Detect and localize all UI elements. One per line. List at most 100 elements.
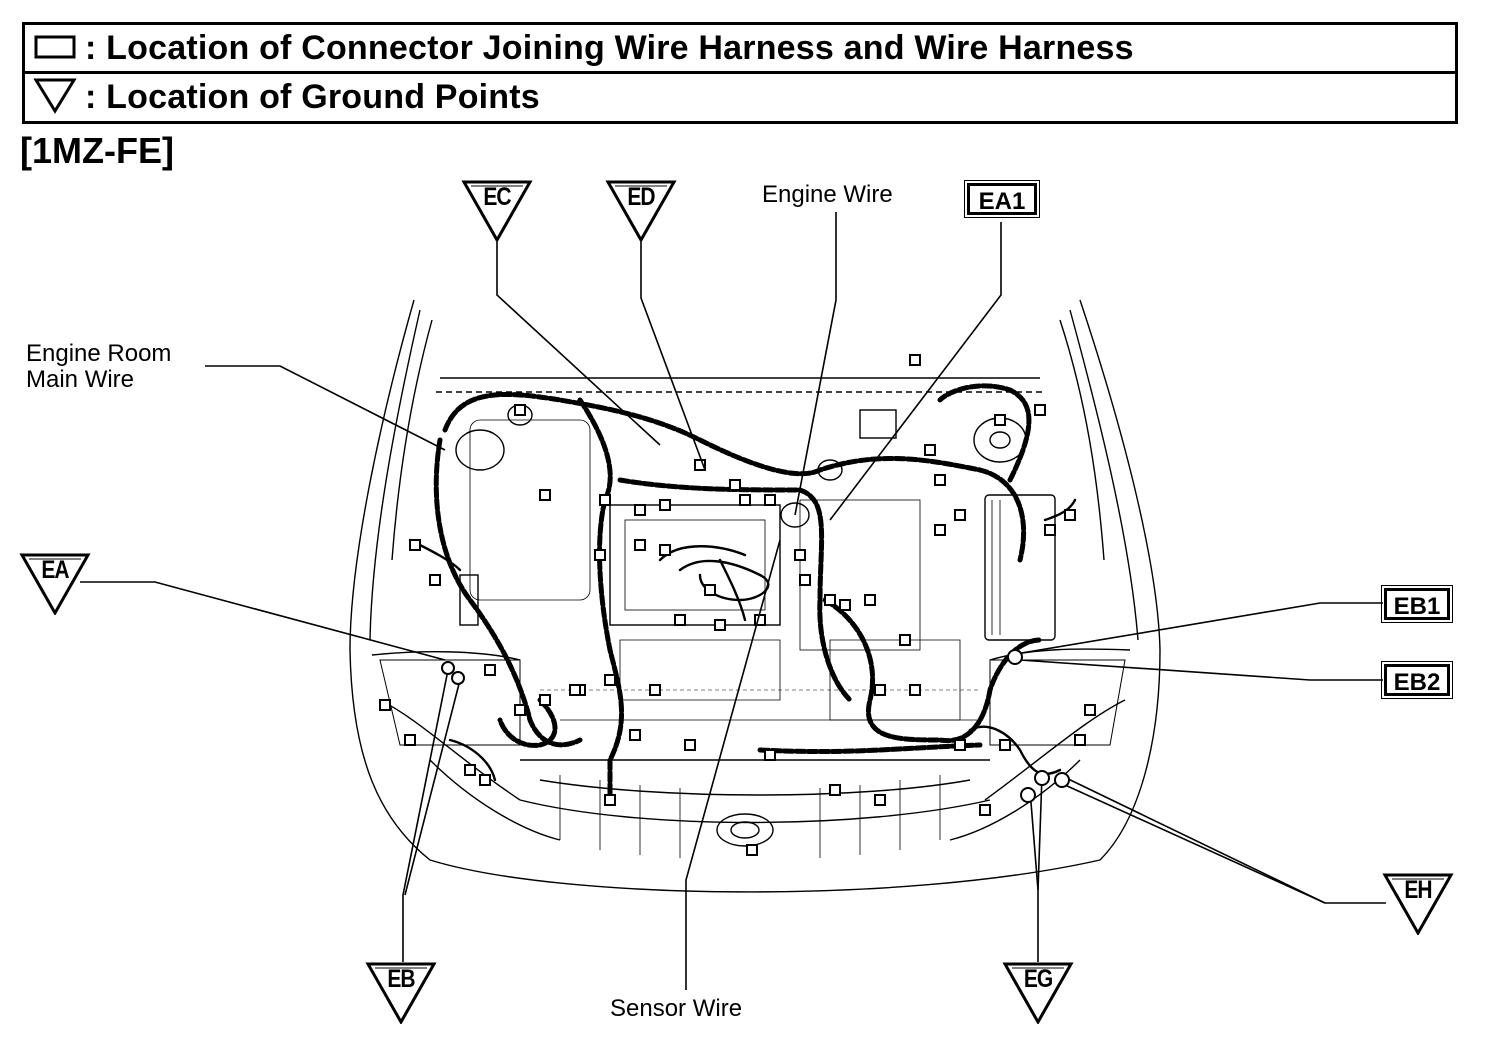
harness-connector [694,459,706,471]
harness-connector [604,794,616,806]
harness-connector [379,699,391,711]
ground-eb: EB [365,962,437,1024]
harness-connector [799,574,811,586]
harness-connector [909,684,921,696]
harness-connector [464,764,476,776]
harness-connector [659,544,671,556]
ground-symbol-icon [33,76,77,119]
harness-connector [794,549,806,561]
harness-connector [714,619,726,631]
legend-ground-text: : Location of Ground Points [85,78,540,116]
harness-connector [874,684,886,696]
harness-connector [824,594,836,606]
harness-connector [1044,524,1056,536]
harness-connector [764,749,776,761]
harness-connector [954,739,966,751]
harness-connector [514,404,526,416]
harness-connector [479,774,491,786]
harness-connector [649,684,661,696]
ea-leader [80,581,446,661]
eb-leader-2 [404,679,461,896]
harness-connector [839,599,851,611]
ground-eg: EG [1002,962,1074,1024]
engine-room-main-wire-label-line1: Engine Room [26,340,172,367]
emblem [716,813,774,847]
harness-connector [684,739,696,751]
car-body-outline [349,299,1161,893]
harness-connector [674,614,686,626]
eb1-leader [1009,602,1383,656]
harness-connector [539,489,551,501]
engine-wire-label: Engine Wire [762,181,893,208]
harness-connector [569,684,581,696]
connector-symbol-icon [33,32,77,65]
harness-connector [404,734,416,746]
harness-connector [909,354,921,366]
sensor-wire-label: Sensor Wire [610,995,743,1022]
connector-eb1: EB1 [1381,585,1453,623]
legend-ground-row: : Location of Ground Points [22,74,1458,124]
engine-room-main-wire-harness [442,391,1027,563]
harness-connector [1074,734,1086,746]
engine-room-main-wire-label-line2: Main Wire [26,366,135,393]
ground-eh: EH [1382,873,1454,935]
harness-connector [604,674,616,686]
harness-connector [924,444,936,456]
harness-connector [659,499,671,511]
harness-connector [994,414,1006,426]
connector-eb2: EB2 [1381,661,1453,699]
harness-connector [1064,509,1076,521]
harness-connector [594,549,606,561]
ground-ed-label: ED [627,183,655,212]
harness-connector [999,739,1011,751]
engine-code-title: [1MZ-FE] [20,130,174,171]
connector-ea1: EA1 [964,180,1040,218]
harness-connector [634,504,646,516]
ground-ec: EC [461,180,533,242]
harness-connector [954,509,966,521]
legend-connector-text: : Location of Connector Joining Wire Har… [85,28,1134,67]
eb2-leader [1019,659,1383,681]
harness-connector [934,524,946,536]
ground-ea: EA [19,553,91,615]
ground-eh-label: EH [1404,876,1432,905]
harness-connector [599,494,611,506]
harness-connector [979,804,991,816]
ed-leader [640,242,706,471]
harness-connector [484,664,496,676]
ea1-leader [829,222,1002,521]
harness-connector [864,594,876,606]
harness-connector [1034,404,1046,416]
engine-room-main-wire-leader [205,365,446,451]
harness-connector [539,694,551,706]
harness-connector [934,474,946,486]
ec-leader [496,242,661,446]
ground-ec-label: EC [483,183,511,212]
ground-ed: ED [605,180,677,242]
sensor-wire-leader [685,539,781,990]
harness-connector [1084,704,1096,716]
ground-ea-label: EA [41,556,69,585]
ground-eb-label: EB [387,965,415,994]
harness-connector [829,784,841,796]
eh-leader-2 [1059,774,1326,904]
harness-connector [899,634,911,646]
harness-connector [704,584,716,596]
harness-connector [874,794,886,806]
harness-connector [729,479,741,491]
harness-connector [629,729,641,741]
harness-connector [429,574,441,586]
harness-connector [746,844,758,856]
legend-connector-row: : Location of Connector Joining Wire Har… [22,22,1458,74]
battery [984,494,1056,641]
eg-leader-1 [1029,789,1039,962]
ground-eg-label: EG [1023,965,1053,994]
harness-connector [739,494,751,506]
eb-leader-1 [402,669,449,962]
harness-connector [764,494,776,506]
eg-leader-2 [1037,774,1043,891]
harness-connector [634,539,646,551]
harness-connector [409,539,421,551]
engine-wire-leader [794,212,837,516]
